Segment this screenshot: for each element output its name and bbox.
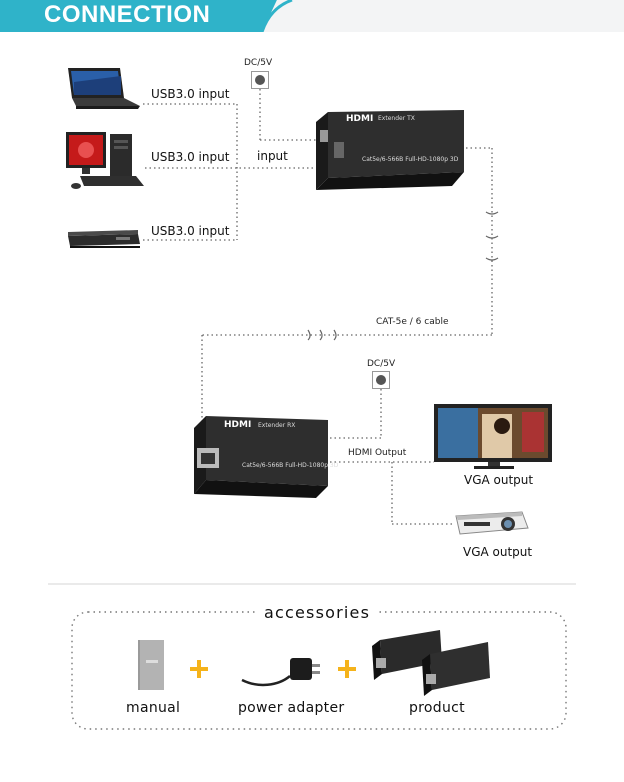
power-adapter-icon bbox=[238, 652, 322, 688]
tv-icon bbox=[434, 404, 554, 470]
accessory-label-power-adapter: power adapter bbox=[238, 700, 345, 716]
rx-model: Extender RX bbox=[258, 422, 296, 429]
tx-model: Extender TX bbox=[378, 115, 415, 122]
plus-icon-1 bbox=[190, 660, 208, 678]
output-label-tv: VGA output bbox=[464, 473, 534, 487]
transmitter-device: HDMI Extender TX Cat5e/6-566B Full-HD-10… bbox=[314, 108, 468, 198]
tx-brand: HDMI bbox=[346, 114, 374, 124]
cable-label: CAT-5e / 6 cable bbox=[376, 317, 449, 327]
tx-spec: Cat5e/6-566B Full-HD-1080p 3D bbox=[362, 156, 459, 163]
source-label-laptop: USB3.0 input bbox=[151, 87, 230, 101]
manual-icon bbox=[138, 640, 166, 690]
tx-power-port-icon bbox=[251, 71, 269, 89]
tx-input-label: input bbox=[257, 149, 288, 163]
product-icon bbox=[370, 628, 494, 698]
rx-power-port-icon bbox=[372, 371, 390, 389]
laptop-icon bbox=[62, 66, 142, 110]
header-banner: CONNECTION bbox=[0, 0, 624, 32]
set-top-box-icon bbox=[66, 230, 142, 250]
source-label-set-top-box: USB3.0 input bbox=[151, 224, 230, 238]
rx-brand: HDMI bbox=[224, 420, 252, 430]
output-label-projector: VGA output bbox=[463, 545, 533, 559]
rx-spec: Cat5e/6-566B Full-HD-1080p 3D bbox=[242, 462, 339, 469]
plus-icon-2 bbox=[338, 660, 356, 678]
projector-icon bbox=[452, 508, 532, 538]
rx-power-label: DC/5V bbox=[367, 359, 396, 369]
tx-power-label: DC/5V bbox=[244, 58, 273, 68]
receiver-device: HDMI Extender RX Cat5e/6-566B Full-HD-10… bbox=[192, 414, 338, 500]
source-label-desktop: USB3.0 input bbox=[151, 150, 230, 164]
accessory-label-product: product bbox=[409, 700, 465, 716]
page-title: CONNECTION bbox=[44, 1, 211, 28]
rx-output-label: HDMI Output bbox=[348, 448, 407, 458]
accessory-label-manual: manual bbox=[126, 700, 181, 716]
accessories-title: accessories bbox=[258, 603, 377, 622]
desktop-pc-icon bbox=[64, 130, 146, 192]
